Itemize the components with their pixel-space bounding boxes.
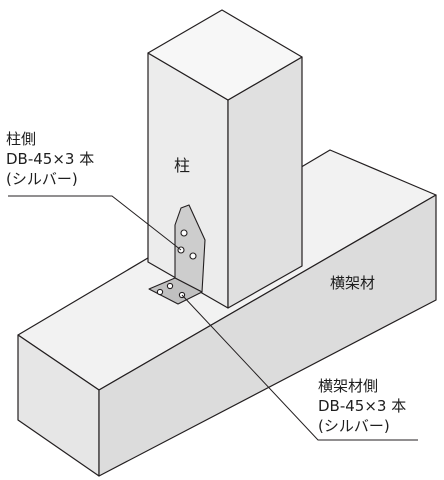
post-right-face [227,56,303,309]
beam-side-spec: DB-45×3 本 [318,397,407,415]
beam-side-leader-line [181,294,418,441]
post-side-screw-hole [180,229,188,237]
post-side-title: 柱側 [6,130,37,148]
beam-side-screw-hole [156,288,164,296]
post-side-color: (シルバー) [6,170,78,188]
beam-label: 横架材 [330,274,376,292]
beam-side-screw-hole [166,282,174,290]
post-side-leader-line [8,195,182,251]
beam-side-face [98,194,437,477]
beam-side-callout: 横架材側 DB-45×3 本 (シルバー) [318,376,406,436]
beam-side-color: (シルバー) [318,417,390,435]
post-top-face [147,9,303,101]
post-side-spec: DB-45×3 本 [6,150,95,168]
beam-side-title: 横架材側 [318,377,379,395]
post-label: 柱 [174,156,191,175]
post-side-callout: 柱側 DB-45×3 本 (シルバー) [6,129,94,189]
bracket-base-plate [148,277,203,305]
post-side-screw-hole [189,252,197,260]
